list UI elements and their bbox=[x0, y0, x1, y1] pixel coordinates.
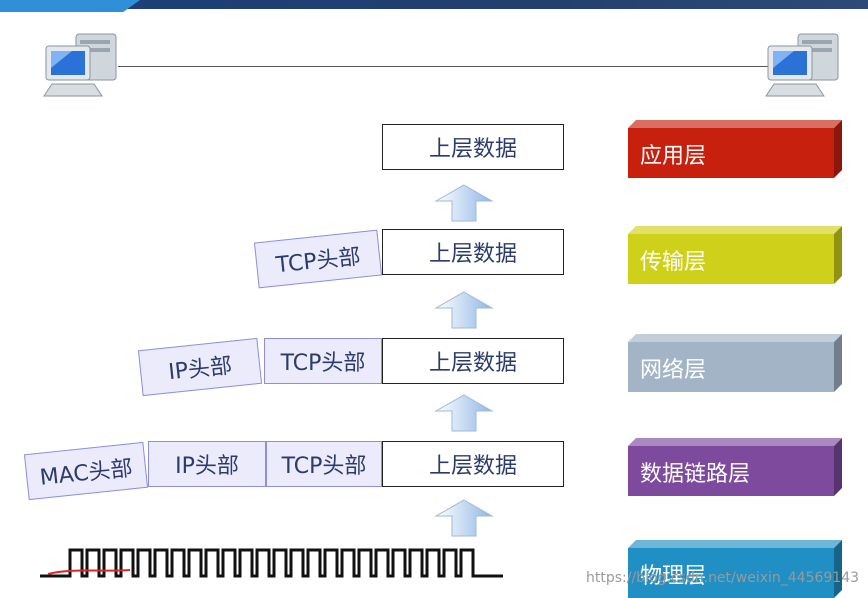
layer-label: 网络层 bbox=[640, 358, 707, 383]
right-computer-icon bbox=[765, 33, 839, 97]
up-arrow-icon bbox=[434, 499, 494, 537]
mac-stage-tcp-header: TCP头部 bbox=[266, 441, 382, 487]
network-link bbox=[118, 66, 768, 67]
layer-label: 应用层 bbox=[640, 144, 707, 169]
ip-stage-tcp-header: TCP头部 bbox=[264, 338, 382, 384]
layer-block-shape bbox=[628, 226, 842, 284]
layer-transport: 传输层 bbox=[628, 226, 842, 284]
layer-label: 传输层 bbox=[640, 250, 707, 275]
physical-signal-wave bbox=[40, 548, 503, 578]
up-arrow-icon bbox=[434, 291, 494, 329]
up-arrow-icon bbox=[434, 184, 494, 222]
tcp-header-tilted: TCP头部 bbox=[253, 229, 383, 289]
ip-header-tilted: IP头部 bbox=[137, 337, 263, 397]
layer-data-link: 数据链路层 bbox=[628, 438, 842, 496]
title-tab bbox=[0, 0, 140, 12]
layer-block-shape bbox=[628, 120, 842, 178]
layer-application: 应用层 bbox=[628, 120, 842, 178]
layer-network: 网络层 bbox=[628, 334, 842, 392]
ip-stage-data-box: 上层数据 bbox=[382, 338, 564, 384]
layer-label: 数据链路层 bbox=[640, 462, 751, 487]
watermark: https://blog.csdn.net/weixin_44569143 bbox=[586, 570, 860, 586]
up-arrow-icon bbox=[434, 394, 494, 432]
mac-header-tilted: MAC头部 bbox=[23, 441, 149, 501]
layer-physical: 物理层 bbox=[628, 540, 842, 598]
title-bar bbox=[0, 0, 868, 9]
mac-stage-data-box: 上层数据 bbox=[382, 441, 564, 487]
layer-label: 物理层 bbox=[640, 564, 707, 589]
tcp-stage-data-box: 上层数据 bbox=[382, 229, 564, 275]
left-computer-icon bbox=[43, 33, 117, 97]
layer-block-shape bbox=[628, 540, 842, 598]
top-data-box: 上层数据 bbox=[382, 124, 564, 170]
layer-block-shape bbox=[628, 334, 842, 392]
layer-block-shape bbox=[628, 438, 842, 496]
mac-stage-ip-header: IP头部 bbox=[148, 441, 266, 487]
